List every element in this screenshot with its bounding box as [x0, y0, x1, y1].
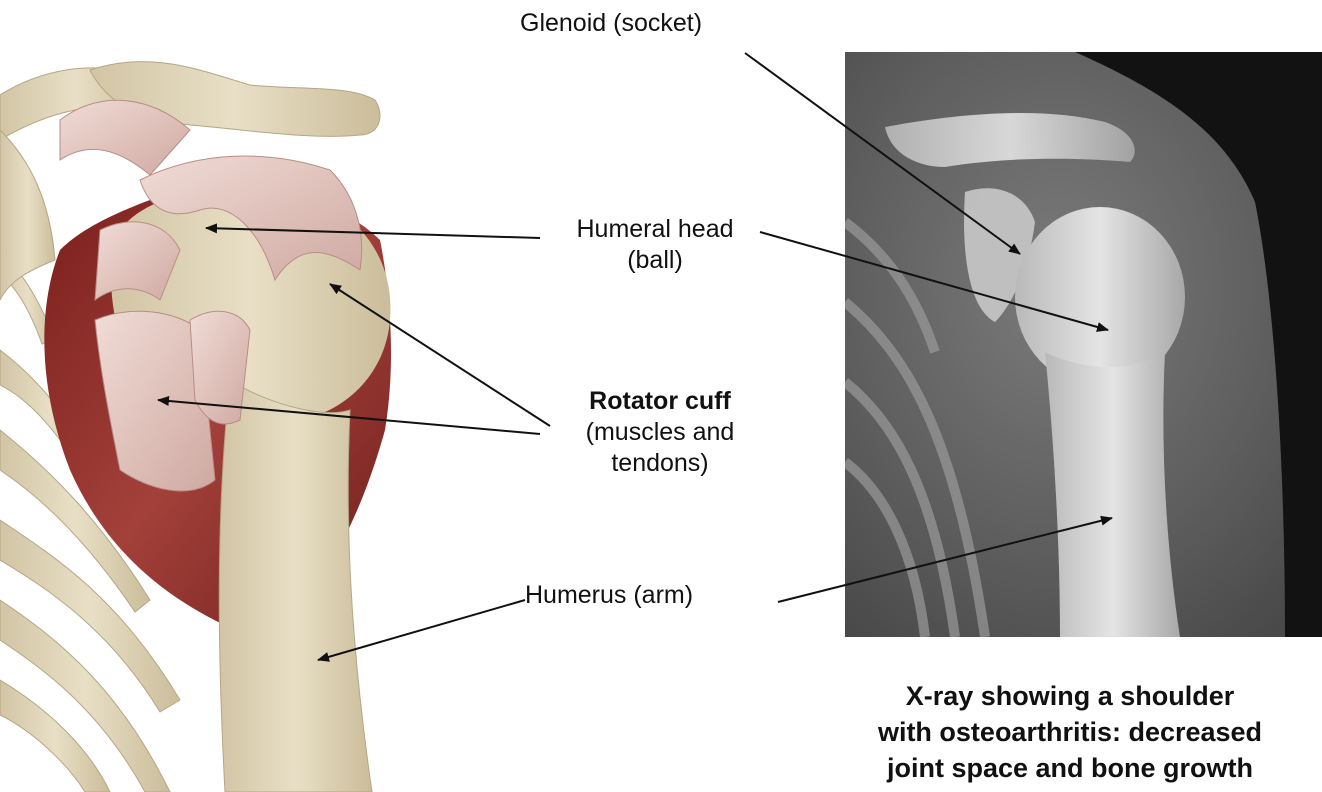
label-humeral-head: Humeral head (ball) — [545, 214, 765, 276]
caption-line2: with osteoarthritis: decreased — [820, 714, 1320, 750]
label-humeral-head-line1: Humeral head — [545, 214, 765, 245]
arrow-rotator-cuff-lower — [158, 400, 540, 434]
arrow-humerus-right — [778, 518, 1112, 602]
label-humerus: Humerus (arm) — [525, 580, 775, 611]
arrow-rotator-cuff-upper — [330, 284, 550, 426]
label-glenoid: Glenoid (socket) — [520, 8, 820, 39]
arrow-humerus-left — [318, 600, 525, 660]
caption-line3: joint space and bone growth — [820, 750, 1320, 786]
label-rotator-cuff: Rotator cuff (muscles and tendons) — [540, 386, 780, 479]
arrow-humeral-head-right — [760, 232, 1108, 330]
label-humerus-text: Humerus (arm) — [525, 581, 693, 609]
label-glenoid-text: Glenoid (socket) — [520, 9, 702, 37]
label-rotator-cuff-line2: (muscles and — [540, 417, 780, 448]
arrow-glenoid — [745, 53, 1020, 254]
arrow-humeral-head-left — [206, 228, 540, 238]
label-rotator-cuff-title: Rotator cuff — [540, 386, 780, 417]
xray-caption: X-ray showing a shoulder with osteoarthr… — [820, 678, 1320, 786]
label-humeral-head-line2: (ball) — [545, 245, 765, 276]
caption-line1: X-ray showing a shoulder — [820, 678, 1320, 714]
label-rotator-cuff-line3: tendons) — [540, 448, 780, 479]
